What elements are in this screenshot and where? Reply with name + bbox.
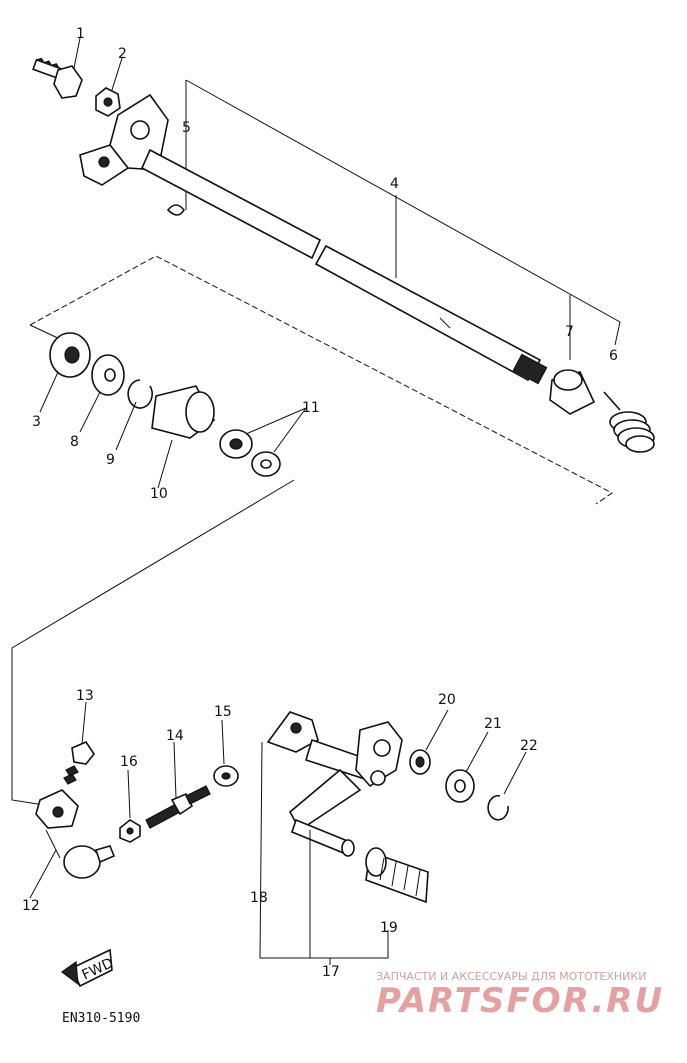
fwd-label: FWD [80, 955, 116, 983]
collar-7 [549, 369, 596, 415]
callout-2: 2 [118, 46, 127, 62]
callout-7: 7 [565, 324, 574, 340]
bushing-10 [151, 385, 216, 489]
adjuster-rod-14 [145, 741, 211, 829]
rod-end-12 [29, 789, 116, 899]
callout-3: 3 [32, 414, 41, 430]
callout-19: 19 [380, 920, 398, 936]
callout-22: 22 [520, 738, 538, 754]
collar-20 [409, 709, 449, 775]
callout-6: 6 [609, 348, 618, 364]
circlip-22 [487, 751, 527, 821]
callout-5: 5 [182, 120, 191, 136]
bolt-1 [32, 37, 83, 99]
callout-8: 8 [70, 434, 79, 450]
callout-13: 13 [76, 688, 94, 704]
watermark-caption: ЗАПЧАСТИ И АКСЕССУАРЫ ДЛЯ МОТОТЕХНИКИ [376, 970, 646, 983]
callout-21: 21 [484, 716, 502, 732]
callout-10: 10 [150, 486, 168, 502]
bolt-13 [63, 701, 95, 785]
watermark-brand: PARTSFOR.RU [376, 981, 664, 1021]
callout-15: 15 [214, 704, 232, 720]
washer-8 [79, 354, 125, 433]
callout-17: 17 [322, 964, 340, 980]
callout-11: 11 [302, 400, 320, 416]
nut-2 [95, 57, 123, 117]
callout-20: 20 [438, 692, 456, 708]
shift-shaft-4 [140, 148, 548, 385]
assembly-bracket-17 [259, 741, 389, 965]
diagram-code: EN310-5190 [62, 1011, 140, 1026]
nut-16 [119, 769, 141, 843]
shift-pedal-17 [266, 711, 403, 857]
callout-9: 9 [106, 452, 115, 468]
callout-4: 4 [390, 176, 399, 192]
return-spring-6 [603, 391, 655, 453]
washer-21 [445, 731, 489, 803]
callout-1: 1 [76, 26, 85, 42]
callout-18: 18 [250, 890, 268, 906]
pedal-rubber-19 [365, 847, 429, 904]
callout-14: 14 [166, 728, 184, 744]
nut-15 [213, 719, 239, 787]
callout-12: 12 [22, 898, 40, 914]
forward-arrow-icon [60, 948, 113, 988]
circlip-9 [115, 379, 153, 451]
bearing-11 [219, 407, 307, 477]
oil-seal-3 [39, 332, 91, 413]
clip-5 [166, 204, 185, 216]
callout-16: 16 [120, 754, 138, 770]
